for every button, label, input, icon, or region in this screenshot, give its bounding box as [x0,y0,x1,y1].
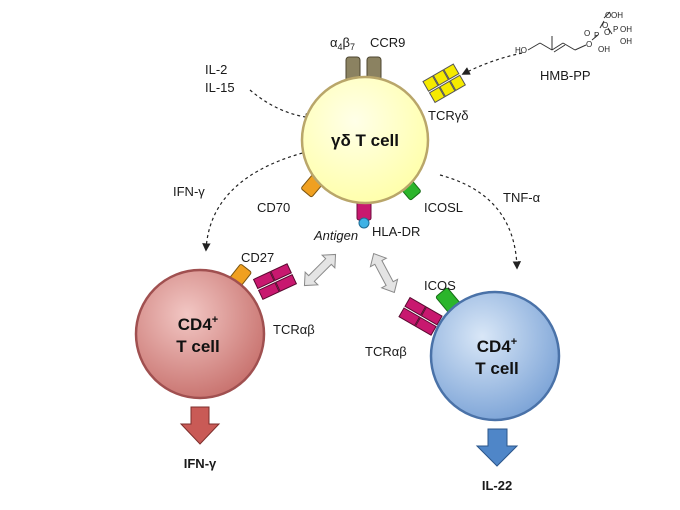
svg-text:O: O [604,28,610,37]
svg-text:OH: OH [598,45,610,54]
cd70-label: CD70 [257,200,290,215]
right-output-label: IL-22 [482,478,512,493]
il-arrow [249,89,314,122]
svg-text:OH: OH [620,37,632,46]
ccr9-label: CCR9 [370,35,405,50]
left-cell: CD4+ T cell [134,263,298,400]
il15-label: IL-15 [205,80,235,95]
right-cell: CD4+ T cell [398,287,561,422]
right-cd4-cell-body [429,290,561,422]
hla-dr-label: HLA-DR [372,224,420,239]
cd27-label: CD27 [241,250,274,265]
tcr-ab-left-receptor [252,263,298,301]
tcr-ab-right-label: TCRαβ [365,344,407,359]
svg-text:O: O [584,29,590,38]
hmbpp-label: HMB-PP [540,68,591,83]
svg-text:P: P [613,25,618,34]
tnfa-label: TNF-α [503,190,541,205]
icosl-label: ICOSL [424,200,463,215]
left-cell-line1: CD4+ [178,314,218,334]
right-cell-line1: CD4+ [477,336,517,356]
right-output-arrow [475,428,519,467]
gd-t-cell-label: γδ T cell [331,131,399,150]
tcr-ab-right-receptor [398,296,443,336]
left-cell-line2: T cell [176,337,219,356]
svg-text:OH: OH [611,11,623,20]
il2-label: IL-2 [205,62,227,77]
right-double-arrow [369,252,399,294]
center-cell: γδ T cell [300,56,466,229]
left-output-arrow [179,406,221,445]
hmbpp-structure [527,11,613,53]
svg-text:O: O [586,40,592,49]
tnfa-arrow [439,174,522,270]
tcr-gd-label: TCRγδ [428,108,468,123]
gd-t-cell-body [300,75,430,205]
left-cd4-cell-body [134,268,266,400]
antigen-label: Antigen [313,228,358,243]
hmbpp-atoms: HO O P O OH O O O P OH OH OH [515,11,632,55]
a4b7-label: α4β7 [330,35,355,52]
left-double-arrow [303,253,337,287]
tcr-ab-left-label: TCRαβ [273,322,315,337]
svg-text:HO: HO [515,46,527,55]
right-cell-line2: T cell [475,359,518,378]
svg-text:P: P [594,31,599,40]
ifng-in-label: IFN-γ [173,184,205,199]
ifng-arrow [202,149,315,252]
svg-text:OH: OH [620,25,632,34]
tcr-gd-receptor [422,63,466,104]
antigen-dot [358,217,370,229]
svg-text:O: O [602,21,608,30]
hmbpp-arrow [461,52,523,75]
icos-label: ICOS [424,278,456,293]
left-output-label: IFN-γ [184,456,217,471]
svg-text:O: O [605,11,611,20]
